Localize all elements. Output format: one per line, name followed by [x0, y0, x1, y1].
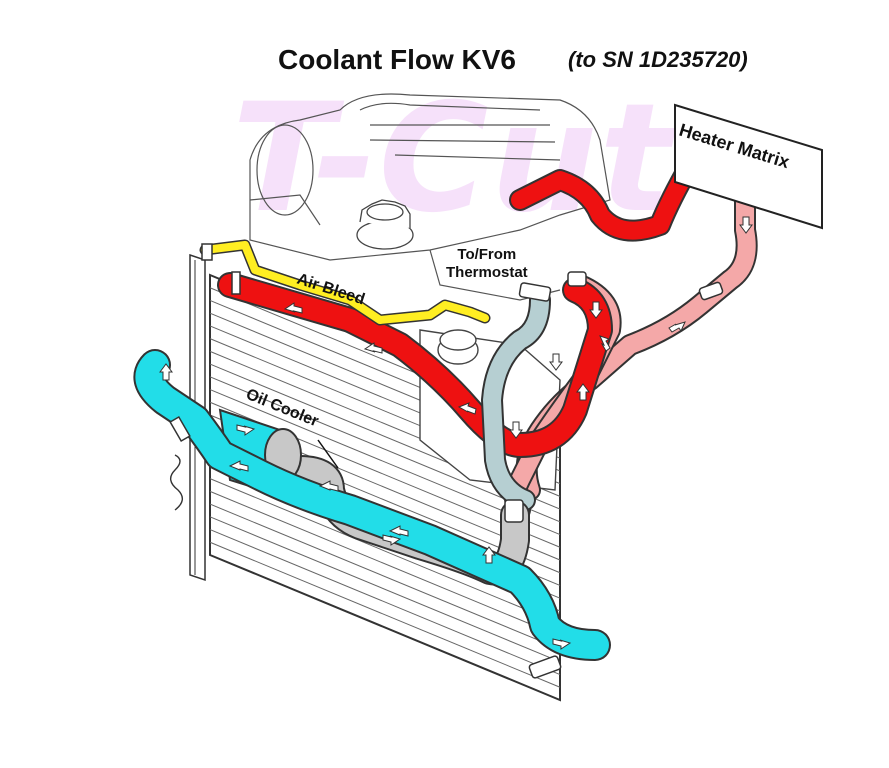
thermostat-label: To/From Thermostat [446, 246, 528, 282]
radiator-fin [209, 490, 561, 637]
arrow-2 [228, 460, 249, 472]
hose-hot-heater [509, 129, 726, 242]
arrow-16 [739, 216, 753, 234]
radiator-fin [209, 541, 561, 688]
filler-cap [356, 199, 414, 250]
arrow-9 [363, 342, 383, 354]
radiator-fin [209, 503, 561, 650]
hose-bottom-cold [133, 349, 611, 661]
page-subtitle: (to SN 1D235720) [568, 47, 748, 72]
arrow-6 [318, 480, 339, 492]
thermostat-label-line2: Thermostat [446, 264, 528, 281]
radiator-fin [209, 516, 561, 663]
hose-top-red [217, 272, 613, 458]
arrow-12 [589, 301, 603, 319]
arrow-14 [509, 421, 523, 439]
arrow-18 [599, 335, 611, 352]
arrow-8 [283, 302, 303, 314]
arrow-3 [382, 534, 402, 546]
heater-matrix [674, 103, 823, 230]
arrow-11 [576, 383, 590, 401]
hose-air-bleed [199, 239, 491, 326]
arrow-5 [388, 525, 409, 537]
arrow-1 [159, 363, 173, 381]
radiator-fin [209, 478, 561, 625]
page-title: Coolant Flow KV6 [278, 44, 516, 75]
oil-cooler-pointer [317, 439, 339, 469]
arrow-19 [236, 424, 256, 436]
hose-clamps [169, 243, 724, 679]
arrow-13 [549, 353, 563, 371]
engine-outline [249, 93, 611, 301]
arrow-10 [457, 402, 477, 415]
arrow-7 [482, 546, 496, 564]
arrow-15 [668, 321, 686, 333]
radiator-fin [209, 529, 561, 676]
arrow-4 [552, 638, 572, 650]
hose-thermostat-grey [481, 289, 551, 511]
thermostat-label-line1: To/From [457, 246, 517, 263]
